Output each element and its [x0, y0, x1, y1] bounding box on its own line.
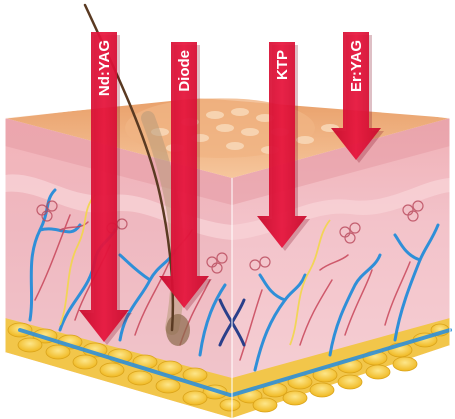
- laser-label: Nd:YAG: [96, 40, 113, 96]
- laser-label: KTP: [274, 50, 291, 80]
- laser-label: Diode: [176, 50, 193, 92]
- laser-label: Er:YAG: [348, 40, 365, 92]
